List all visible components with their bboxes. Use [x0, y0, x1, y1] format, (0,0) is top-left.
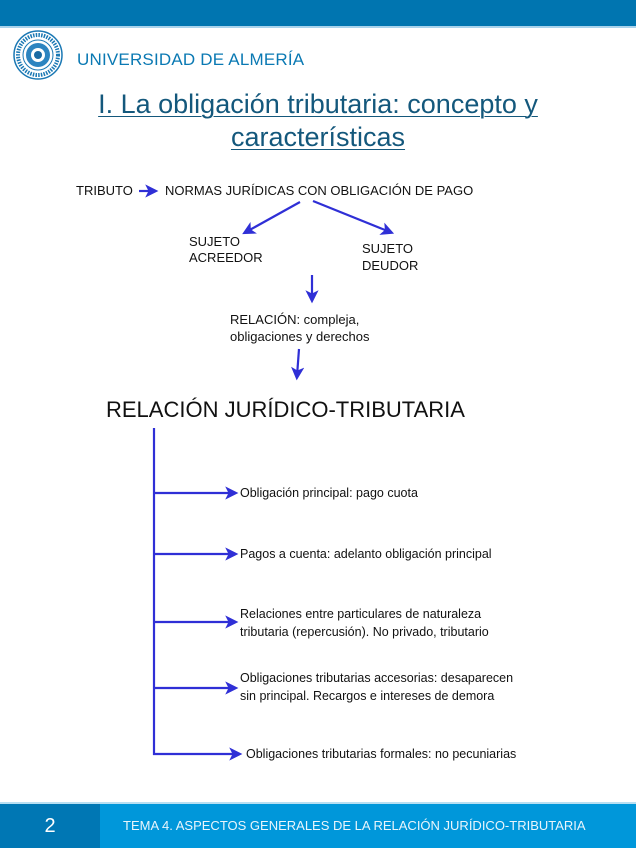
branch-item-3-line2: tributaria (repercusión). No privado, tr…: [240, 625, 489, 639]
footer-course-title: TEMA 4. ASPECTOS GENERALES DE LA RELACIÓ…: [100, 804, 636, 848]
branch-item-3-line1: Relaciones entre particulares de natural…: [240, 607, 482, 621]
branch-item-2-text: Pagos a cuenta: adelanto obligación prin…: [240, 547, 492, 561]
branch-item-5-text: Obligaciones tributarias formales: no pe…: [246, 747, 517, 761]
sujeto-acreedor-label: SUJETO ACREEDOR: [189, 234, 263, 266]
relacion-label: RELACIÓN: compleja, obligaciones y derec…: [230, 311, 369, 345]
branch-item-4: Obligaciones tributarias accesorias: des…: [240, 669, 513, 705]
top-bar-accent-line: [0, 26, 636, 28]
sujeto-deudor-label: SUJETO DEUDOR: [362, 240, 418, 274]
relacion-line2: obligaciones y derechos: [230, 329, 370, 344]
slide-title: I. La obligación tributaria: concepto y …: [0, 88, 636, 154]
sujeto-deudor-line2: DEUDOR: [362, 258, 419, 273]
top-bar: [0, 0, 636, 26]
sujeto-deudor-line1: SUJETO: [362, 241, 414, 256]
tributo-label: TRIBUTO: [76, 183, 133, 198]
normas-label: NORMAS JURÍDICAS CON OBLIGACIÓN DE PAGO: [165, 183, 474, 198]
branch-item-2: Pagos a cuenta: adelanto obligación prin…: [240, 545, 492, 563]
branch-item-5: Obligaciones tributarias formales: no pe…: [246, 745, 516, 763]
branch-item-4-line1: Obligaciones tributarias accesorias: des…: [240, 671, 514, 685]
arrow-to-acreedor: [242, 201, 301, 235]
branch-item-1-text: Obligación principal: pago cuota: [240, 486, 418, 500]
relacion-line1: RELACIÓN: compleja,: [230, 312, 360, 327]
page-number: 2: [0, 804, 100, 848]
sujeto-acreedor-line1: SUJETO: [189, 234, 241, 249]
slide-title-line1: I. La obligación tributaria: concepto y: [98, 89, 538, 119]
university-name: UNIVERSIDAD DE ALMERÍA: [77, 50, 305, 69]
relacion-juridico-heading: RELACIÓN JURÍDICO-TRIBUTARIA: [106, 397, 465, 422]
footer-accent-line: [0, 802, 636, 804]
arrow-to-relacion-juridico: [291, 348, 305, 381]
arrow-to-deudor: [312, 199, 395, 235]
slide-title-line2: características: [230, 122, 406, 152]
sujeto-acreedor-line2: ACREEDOR: [189, 250, 263, 265]
branch-item-4-line2: sin principal. Recargos e intereses de d…: [240, 689, 495, 703]
branch-item-1: Obligación principal: pago cuota: [240, 484, 418, 502]
branch-item-3: Relaciones entre particulares de natural…: [240, 605, 489, 641]
university-seal-icon: [13, 30, 63, 80]
